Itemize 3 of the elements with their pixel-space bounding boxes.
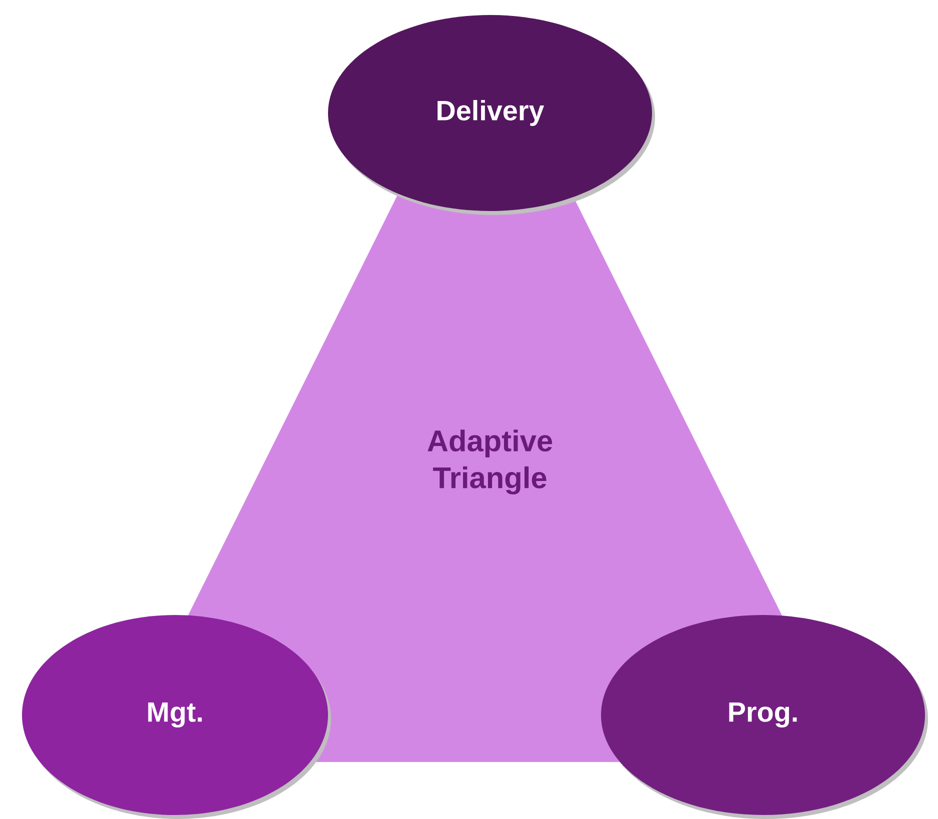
ellipse-node: Prog. bbox=[601, 615, 928, 819]
ellipse-node: Delivery bbox=[328, 15, 655, 215]
ellipse-node: Mgt. bbox=[22, 615, 331, 819]
